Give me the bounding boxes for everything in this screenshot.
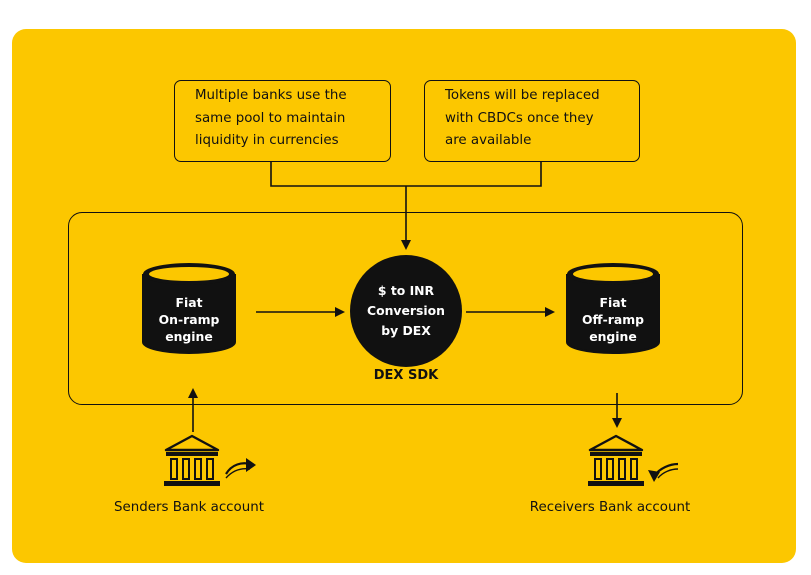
offramp-engine-node: Fiat Off-ramp engine bbox=[563, 258, 663, 358]
database-icon bbox=[142, 263, 236, 354]
curved-arrow-icon bbox=[225, 458, 256, 479]
onramp-engine-label: Fiat On-ramp engine bbox=[158, 295, 220, 344]
dex-conversion-label: $ to INR Conversion by DEX bbox=[367, 283, 445, 338]
note-liquidity-pool: Multiple banks use the same pool to main… bbox=[174, 80, 391, 162]
sender-bank-icon bbox=[164, 434, 256, 486]
receiver-bank-label: Receivers Bank account bbox=[529, 500, 691, 515]
note-connector bbox=[270, 162, 542, 187]
database-icon bbox=[566, 263, 660, 354]
curved-arrow-icon bbox=[648, 462, 679, 482]
receiver-bank-icon bbox=[588, 434, 679, 486]
onramp-engine-node: Fiat On-ramp engine bbox=[139, 258, 239, 358]
note-cbdc-tokens: Tokens will be replaced with CBDCs once … bbox=[424, 80, 640, 162]
dex-sdk-label: DEX SDK bbox=[373, 368, 439, 383]
offramp-engine-label: Fiat Off-ramp engine bbox=[582, 295, 644, 344]
sender-bank-label: Senders Bank account bbox=[114, 500, 264, 515]
dex-sdk-frame bbox=[68, 212, 743, 405]
dex-conversion-node: $ to INR Conversion by DEX bbox=[350, 255, 462, 367]
